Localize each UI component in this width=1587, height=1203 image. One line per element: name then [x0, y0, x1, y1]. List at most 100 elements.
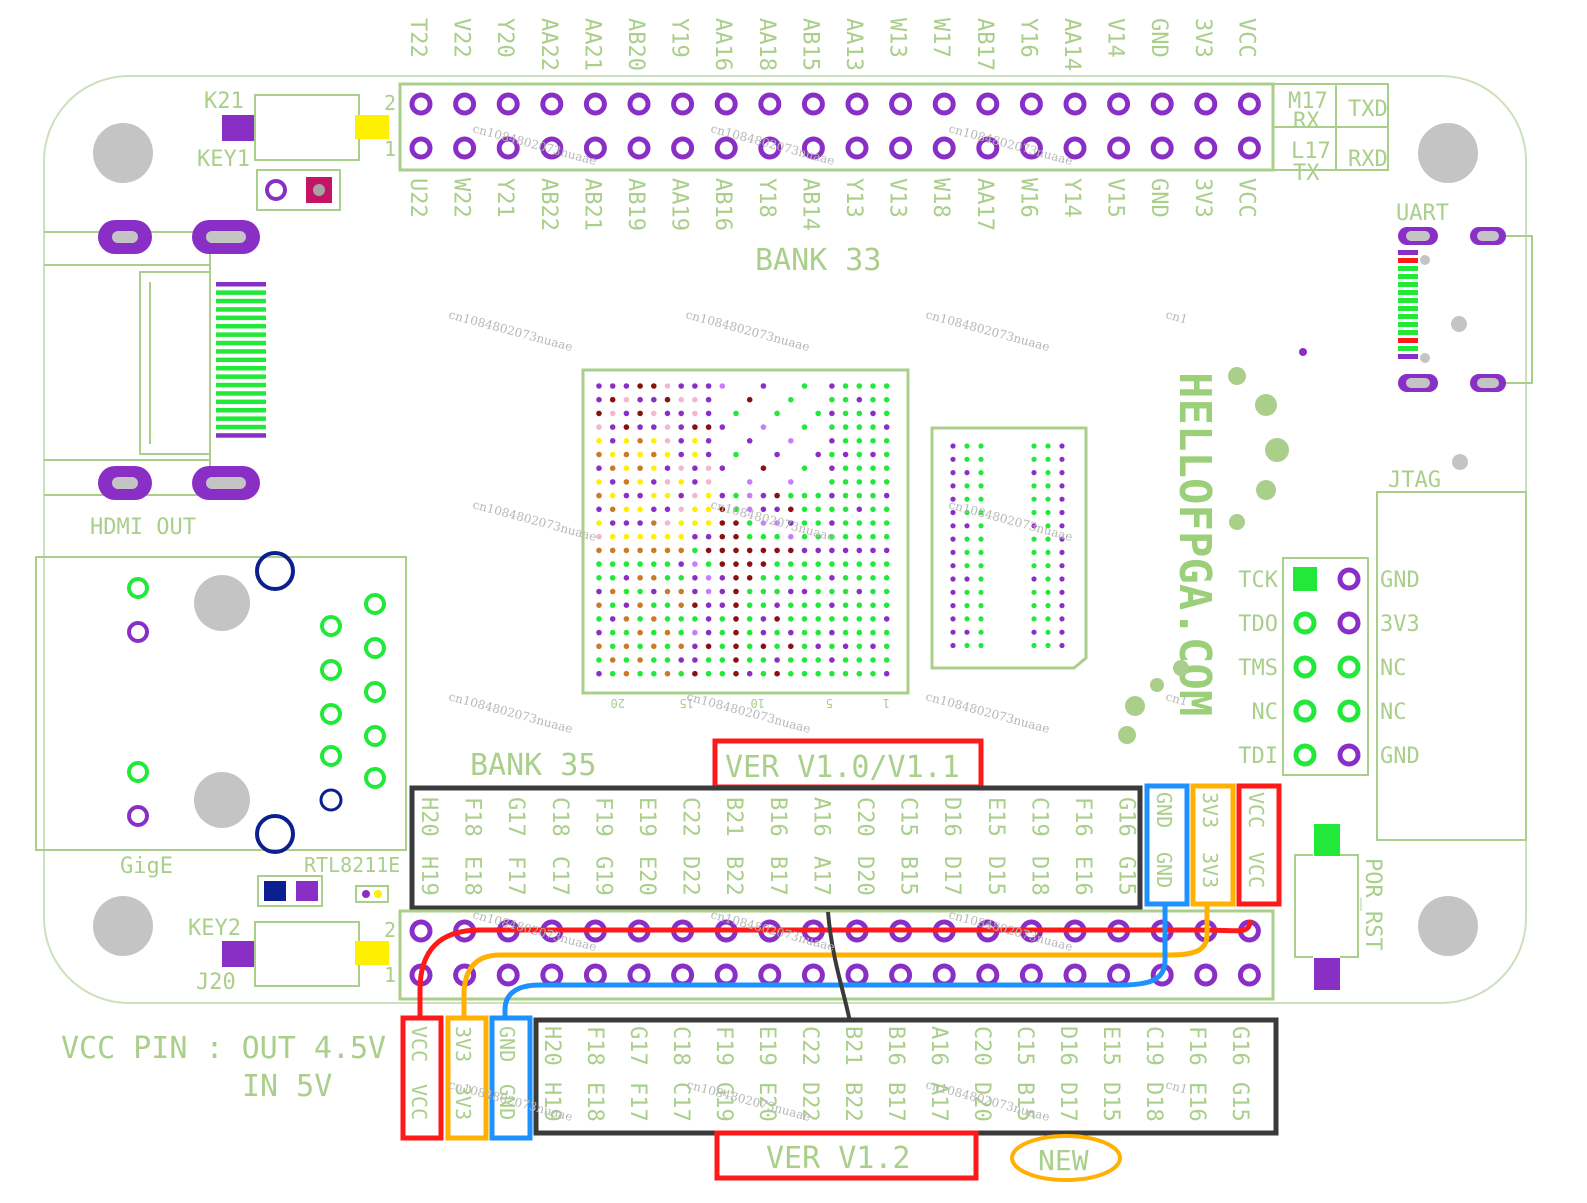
old-power-bottom-2: VCC — [1244, 852, 1268, 888]
top-pad-row2-16 — [1107, 92, 1131, 116]
top-pad-row2-9 — [801, 92, 825, 116]
ddr-ball — [1059, 629, 1065, 635]
bga-ball — [705, 410, 712, 417]
uart-pin-4 — [1398, 282, 1418, 287]
bga-ball — [678, 629, 684, 636]
bga-ball — [829, 643, 835, 650]
ddr-ball — [1031, 496, 1037, 502]
bga-ball — [692, 643, 698, 650]
uart-pin-10 — [1398, 330, 1418, 335]
top-pad-row1-9 — [801, 136, 825, 160]
pin-label-top-15: AA14 — [1059, 18, 1084, 71]
new-label-bottom-7: B22 — [840, 1082, 865, 1122]
bga-ball — [856, 602, 863, 608]
bga-ball — [678, 465, 684, 472]
bga-ball — [760, 424, 767, 430]
bga-ball — [842, 629, 849, 636]
bga-ball — [801, 533, 808, 540]
uart-pin-13 — [1398, 354, 1418, 359]
vcc-wire — [417, 919, 1253, 1020]
bga-ball — [856, 438, 863, 444]
bga-ball — [870, 492, 876, 499]
jtag-left-label-0: TCK — [1238, 568, 1278, 593]
bga-ball — [870, 438, 876, 444]
gige-pad-11 — [320, 745, 342, 767]
bga-ball — [623, 424, 630, 430]
bga-ball — [788, 575, 794, 581]
new-label-top-16: G16 — [1227, 1026, 1252, 1066]
key2-led — [355, 941, 389, 965]
bga-ball — [678, 520, 684, 526]
bga-ball — [870, 575, 876, 581]
bga-col-label: 20 — [611, 696, 625, 710]
jtag-right-label-4: GND — [1380, 744, 1420, 769]
top-pad-row2-0 — [409, 92, 433, 116]
bga-ball — [760, 465, 767, 472]
ddr-ball — [1059, 589, 1065, 595]
bga-ball — [596, 465, 602, 472]
bga-ball — [856, 533, 863, 540]
ddr-ball — [1059, 563, 1065, 569]
new-vcc-box — [400, 1015, 444, 1141]
bga-ball — [856, 506, 863, 513]
pin-label-top-9: AB15 — [797, 18, 822, 71]
bga-ball — [788, 643, 794, 650]
bga-ball — [705, 629, 712, 636]
bga-ball — [883, 465, 890, 472]
bga-ball — [596, 547, 602, 554]
bottom-pad-row1-4 — [583, 963, 607, 987]
bga-ball — [870, 629, 876, 636]
bga-ball — [623, 520, 630, 526]
bga-ball — [623, 451, 630, 458]
bga-ball — [774, 547, 780, 554]
bga-ball — [705, 451, 712, 458]
bga-ball — [870, 657, 876, 663]
bga-ball — [651, 383, 657, 389]
ddr-ball — [978, 456, 984, 462]
bga-ball — [705, 547, 712, 554]
bga-ball — [651, 602, 657, 608]
bga-ball — [623, 383, 630, 389]
top-pad-row1-5 — [627, 136, 651, 160]
uart-pin-rx: RX — [1293, 109, 1320, 134]
jtag-pad-right-4 — [1337, 743, 1361, 767]
hdmi-pin-18 — [216, 433, 266, 438]
bga-ball — [801, 424, 808, 430]
bga-ball — [637, 451, 643, 458]
bga-ball — [719, 383, 726, 389]
bga-ball — [733, 451, 739, 458]
bga-ball — [815, 506, 821, 513]
bga-ball — [815, 670, 821, 677]
new-label-top-1: F18 — [582, 1026, 607, 1066]
bga-ball — [870, 520, 876, 526]
new-label-bottom-5: E20 — [754, 1082, 779, 1122]
bga-ball — [664, 588, 671, 595]
jtag-right-label-3: NC — [1380, 700, 1407, 725]
bga-ball — [664, 602, 671, 608]
bga-ball — [664, 533, 671, 540]
bga-ball — [842, 561, 849, 567]
top-pad-row1-10 — [845, 136, 869, 160]
top-pad-row2-14 — [1019, 92, 1043, 116]
bga-ball — [609, 396, 616, 403]
new-label-top-15: F16 — [1184, 1026, 1209, 1066]
new-power-top-0: VCC — [407, 1026, 431, 1062]
bga-ball — [705, 561, 712, 567]
bga-ball — [637, 396, 643, 403]
old-label-bottom-16: G15 — [1114, 856, 1139, 896]
old-label-top-1: F18 — [460, 797, 485, 837]
bga-ball — [733, 533, 739, 540]
bga-ball — [829, 588, 835, 595]
ddr-ball — [1045, 483, 1051, 489]
bga-ball — [692, 383, 698, 389]
bga-ball — [870, 451, 876, 458]
bga-ball — [842, 547, 849, 554]
bottom-row-number-1: 1 — [384, 963, 396, 987]
bga-ball — [692, 492, 698, 499]
ddr-ball — [978, 642, 984, 649]
new-badge: NEW — [1038, 1144, 1089, 1177]
bga-ball — [856, 629, 863, 636]
pin-label-top-11: W13 — [885, 18, 910, 58]
bga-ball — [637, 657, 643, 663]
bga-ball — [596, 520, 602, 526]
